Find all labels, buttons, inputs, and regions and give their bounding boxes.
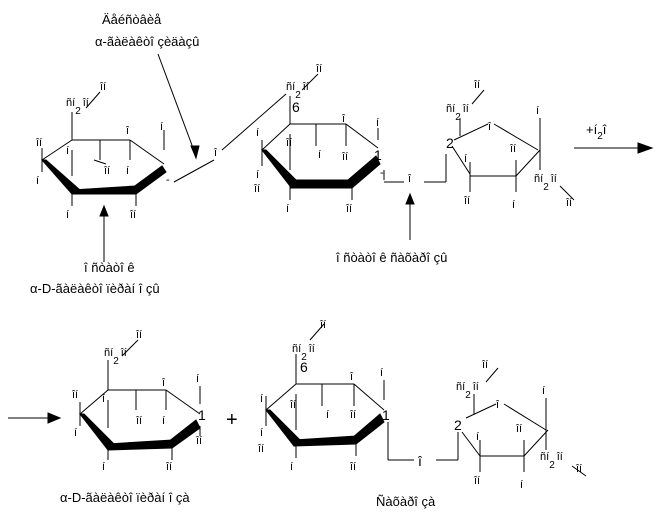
oh-label: îí xyxy=(565,197,572,209)
h-label: í xyxy=(318,149,321,161)
h-label: í xyxy=(464,153,467,165)
oh-label: îí xyxy=(515,423,522,435)
enzyme-label-line2: α-ãàëàêòî çèäàçû xyxy=(95,34,199,49)
c1-number: 1 xyxy=(374,147,382,163)
h-label: í xyxy=(476,431,479,443)
minus-sign: - xyxy=(166,174,170,186)
oh-label: îí xyxy=(285,137,292,149)
oh-label: îí xyxy=(253,183,260,195)
fructose-ring-top xyxy=(451,89,575,201)
h-label: í xyxy=(260,427,263,439)
h-label: í xyxy=(290,461,293,473)
h-label: í xyxy=(380,367,383,379)
oh-label: îí xyxy=(165,461,172,473)
oh-label: îí xyxy=(509,143,516,155)
oh-label: îí xyxy=(463,195,470,207)
h-label: í xyxy=(512,199,515,211)
oh-label: îí xyxy=(103,165,110,177)
ch2oh-label-3: ñí2îí xyxy=(446,103,469,123)
ring-o-label: î xyxy=(487,121,492,133)
ch2oh-oh-5: îí xyxy=(319,319,326,331)
ch2oh-label-3b: ñí2îí xyxy=(534,173,557,193)
ch2oh-oh-3: îí xyxy=(473,79,480,91)
h-label: í xyxy=(286,203,289,215)
ch2oh-label-6b: ñí2îí xyxy=(540,451,563,471)
oh-label: îí xyxy=(473,475,480,487)
product2-label: Ñàõàðî çà xyxy=(376,494,436,509)
h-label: í xyxy=(260,393,263,405)
galactose-residue-line1: î ñòàòî ê xyxy=(83,260,135,275)
h-label: í xyxy=(376,117,379,129)
h-label: í xyxy=(36,175,39,187)
minus-sign: - xyxy=(380,167,384,179)
enzyme-arrow xyxy=(157,53,197,157)
oh-label: îí xyxy=(345,203,352,215)
ch2oh-label-1: ñí2îí xyxy=(66,97,89,117)
galactopyranose-ring-top xyxy=(40,91,167,206)
ch2oh-label-2: ñí2îí xyxy=(286,81,309,101)
bridge-o-label: î xyxy=(417,453,423,469)
c6-number: 6 xyxy=(292,99,300,115)
c1-number: 1 xyxy=(198,407,206,423)
ch2oh-oh-6: îí xyxy=(481,359,488,371)
galactopyranose-ring-bottom xyxy=(78,339,201,460)
oh-label: îí xyxy=(349,409,356,421)
oh-label: îí xyxy=(135,415,142,427)
h-label: í xyxy=(66,145,69,157)
h-label: í xyxy=(542,385,545,397)
ch2oh-label-4: ñí2îí xyxy=(104,347,127,367)
c2-number: 2 xyxy=(446,135,454,151)
ring-o-label: î xyxy=(341,113,346,125)
bridge-o-label: î xyxy=(213,147,218,159)
h-label: í xyxy=(126,165,129,177)
h-label: í xyxy=(160,121,163,133)
c6-number: 6 xyxy=(300,359,308,375)
bridge-o-label: î xyxy=(407,173,412,185)
h-label: í xyxy=(74,427,77,439)
product1-label: α-D-ãàëàêòî ïèðàí î çà xyxy=(60,490,190,505)
h-label: í xyxy=(162,415,165,427)
water-reagent: +í2î xyxy=(586,122,607,142)
h-label: í xyxy=(196,373,199,385)
oh-label: îí xyxy=(575,463,582,475)
ch2oh-label-6: ñí2îí xyxy=(456,381,479,401)
ring-o-label: î xyxy=(161,377,166,389)
h-label: í xyxy=(102,393,105,405)
oh-label: îí xyxy=(341,151,348,163)
c2-number: 2 xyxy=(454,417,462,433)
ch2oh-label-5: ñí2îí xyxy=(292,343,315,363)
ring-o-label: î xyxy=(495,399,500,411)
h-label: í xyxy=(326,409,329,421)
galactose-residue-line2: α-D-ãàëàêòî ïèðàí î çû xyxy=(30,281,160,296)
h-label: í xyxy=(256,127,259,139)
fructose-ring-bottom xyxy=(461,367,587,477)
ring-o-label: î xyxy=(125,125,130,137)
ch2oh-oh-2: îí xyxy=(315,63,322,75)
glucose-ring-bottom xyxy=(264,323,459,461)
oh-label: îí xyxy=(257,443,264,455)
fructose-residue-label: î ñòàòî ê ñàõàðî çû xyxy=(335,250,447,265)
h-label: í xyxy=(256,169,259,181)
oh-label: îí xyxy=(71,389,78,401)
h-label: í xyxy=(102,461,105,473)
oh-label: îí xyxy=(289,399,296,411)
ring-o-label: î xyxy=(349,371,354,383)
oh-label: îí xyxy=(349,461,356,473)
ch2oh-oh-1: îí xyxy=(99,81,106,93)
oh-label: îí xyxy=(129,209,136,221)
glucose-ring-top xyxy=(260,73,447,200)
h-label: í xyxy=(536,105,539,117)
oh-label: îí xyxy=(195,435,202,447)
h-label: í xyxy=(520,479,523,491)
h-label: í xyxy=(66,209,69,221)
c1-number: 1 xyxy=(382,407,390,423)
enzyme-label-line1: Äåéñòâèå xyxy=(102,12,162,27)
plus-sign: + xyxy=(226,409,238,431)
oh-label: îí xyxy=(35,137,42,149)
ch2oh-oh-4: îí xyxy=(135,329,142,341)
